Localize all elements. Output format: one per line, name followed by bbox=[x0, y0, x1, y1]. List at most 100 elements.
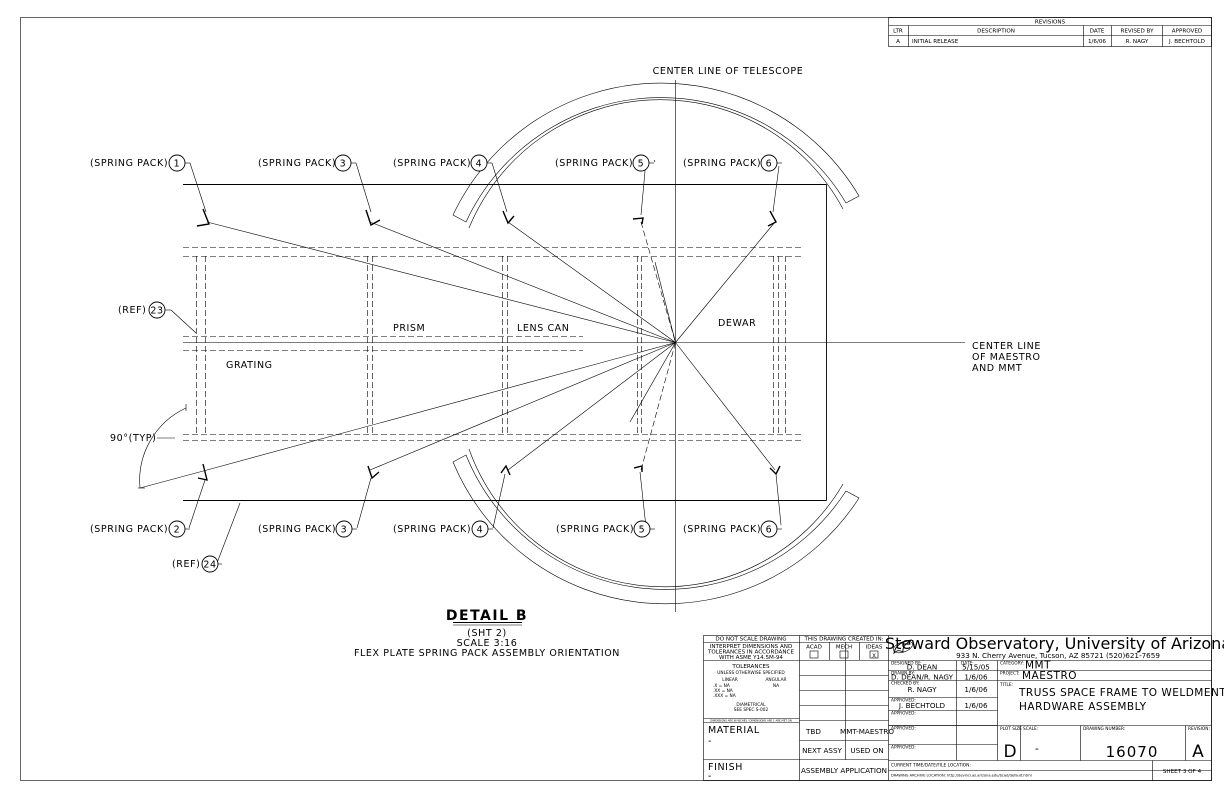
tb-checked-date: 1/6/06 bbox=[964, 685, 988, 694]
tb-interp-1: INTERPRET DIMENSIONS AND bbox=[710, 644, 793, 650]
tb-dims-note: DIMENSIONS ARE IN INCHES / DIMENSIONS AR… bbox=[710, 718, 792, 722]
rev-row-date: 1/6/06 bbox=[1088, 39, 1106, 45]
tb-assembly-application: ASSEMBLY APPLICATION bbox=[801, 766, 887, 775]
tb-project: MAESTRO bbox=[1022, 670, 1077, 682]
tb-title-label: TITLE: bbox=[999, 682, 1013, 688]
tb-revision: A bbox=[1192, 742, 1204, 762]
tb-project-label: PROJECT: bbox=[1000, 671, 1020, 677]
label-center-line-maestro-2: OF MAESTRO bbox=[972, 352, 1041, 363]
tb-ideas: IDEAS bbox=[866, 645, 883, 651]
leader-lines bbox=[157, 159, 782, 564]
callout-number: 5 bbox=[638, 159, 645, 170]
callout-text: (REF) bbox=[118, 305, 146, 316]
tb-finish-value: - bbox=[708, 771, 712, 782]
tb-approved-label-1: APPROVED: bbox=[891, 698, 916, 704]
callout-spring-pack-5-bottom: (SPRING PACK) 5 bbox=[556, 520, 655, 538]
callout-number: 4 bbox=[477, 525, 484, 536]
detail-description: FLEX PLATE SPRING PACK ASSEMBLY ORIENTAT… bbox=[354, 648, 620, 659]
tb-current-location: CURRENT TIME/DATE/FILE LOCATION: bbox=[891, 763, 971, 769]
rev-header-date: DATE bbox=[1090, 29, 1105, 35]
callout-number: 5 bbox=[639, 525, 646, 536]
callout-spring-pack-6-top: (SPRING PACK) 6 bbox=[683, 154, 782, 172]
rev-row-ltr: A bbox=[896, 39, 900, 45]
detail-scale: SCALE 3:16 bbox=[457, 638, 518, 649]
label-angle-typ: 90°(TYP) bbox=[110, 433, 156, 444]
rev-row-description: INITIAL RELEASE bbox=[912, 39, 959, 45]
rev-header-description: DESCRIPTION bbox=[977, 29, 1015, 35]
tb-material-value: - bbox=[708, 736, 712, 747]
callout-spring-pack-5-top: (SPRING PACK) 5 bbox=[555, 154, 654, 172]
rev-header-ltr: LTR bbox=[893, 29, 903, 35]
tb-approved-label-4: APPROVED: bbox=[891, 745, 916, 751]
rev-header-revised-by: REVISED BY bbox=[1120, 29, 1154, 35]
callout-ref-23: (REF) 23 bbox=[118, 301, 171, 319]
rev-row-revised-by: R. NAGY bbox=[1126, 39, 1149, 45]
tb-ideas-mark: X bbox=[872, 654, 876, 660]
tb-revision-label: REVISION: bbox=[1188, 726, 1210, 732]
tb-acad: ACAD bbox=[806, 645, 822, 651]
tb-sheet: SHEET 3 OF 4 bbox=[1163, 769, 1202, 775]
label-lens-can: LENS CAN bbox=[517, 323, 570, 334]
upper-ring-arc bbox=[452, 82, 860, 223]
callout-number: 24 bbox=[203, 560, 216, 571]
label-grating: GRATING bbox=[226, 360, 273, 371]
tb-drawing-number-label: DRAWING NUMBER: bbox=[1083, 726, 1125, 732]
tb-drawn-date: 1/6/06 bbox=[964, 673, 988, 682]
callout-number: 3 bbox=[340, 159, 347, 170]
tb-category-label: CATEGORY: bbox=[1000, 661, 1024, 667]
tb-do-not-scale: DO NOT SCALE DRAWING bbox=[715, 637, 786, 643]
tb-acad-checkbox bbox=[809, 650, 819, 659]
callout-number: 6 bbox=[766, 525, 773, 536]
tb-drawn-by-label: DRAWN BY: bbox=[891, 671, 915, 677]
tb-designed-by: D. DEAN bbox=[907, 663, 937, 672]
lower-ring-arc bbox=[452, 454, 860, 605]
revisions-table: REVISIONS LTR DESCRIPTION DATE REVISED B… bbox=[888, 17, 1212, 47]
tb-mmt-maestro: MMT-MAESTRO bbox=[840, 727, 894, 736]
tb-mech-checkbox bbox=[839, 650, 849, 659]
label-center-line-telescope: CENTER LINE OF TELESCOPE bbox=[653, 66, 804, 77]
tb-drawn-by: D. DEAN/R. NAGY bbox=[891, 673, 954, 682]
rev-header-approved: APPROVED bbox=[1172, 29, 1202, 35]
callout-text: (SPRING PACK) bbox=[393, 524, 471, 535]
callout-text: (SPRING PACK) bbox=[556, 524, 634, 535]
tb-tol-row-3: .XXX = NA bbox=[713, 693, 736, 699]
detail-title: DETAIL B bbox=[446, 608, 528, 624]
angle-arc bbox=[139, 407, 187, 489]
tb-date-label: DATE: bbox=[961, 661, 974, 667]
callout-ref-24: (REF) 24 bbox=[172, 555, 222, 573]
callout-number: 2 bbox=[174, 525, 181, 536]
steward-logo-icon bbox=[893, 639, 913, 655]
tb-drawing-number: 16070 bbox=[1106, 743, 1159, 761]
tb-diametrical: DIAMETRICAL bbox=[736, 702, 766, 708]
tb-plot-size-label: PLOT SIZE bbox=[1000, 726, 1022, 732]
tb-material-label: MATERIAL bbox=[708, 725, 760, 736]
tb-angular: ANGULAR bbox=[765, 677, 786, 683]
callout-number: 23 bbox=[150, 306, 163, 317]
label-dewar: DEWAR bbox=[718, 318, 756, 329]
label-prism: PRISM bbox=[393, 323, 425, 334]
tb-plot-size: D bbox=[1003, 742, 1016, 762]
title-block: DO NOT SCALE DRAWING INTERPRET DIMENSION… bbox=[703, 634, 1224, 782]
tb-used-on: USED ON bbox=[850, 746, 883, 755]
callout-number: 3 bbox=[341, 525, 348, 536]
assembly-geometry bbox=[138, 80, 965, 612]
callout-text: (SPRING PACK) bbox=[90, 158, 168, 169]
callout-text: (SPRING PACK) bbox=[555, 158, 633, 169]
tb-tolerances: TOLERANCES bbox=[731, 664, 770, 670]
callout-text: (SPRING PACK) bbox=[393, 158, 471, 169]
rev-row-approved: J. BECHTOLD bbox=[1168, 39, 1205, 45]
label-center-line-maestro-3: AND MMT bbox=[972, 363, 1022, 374]
tb-approved-by: J. BECHTOLD bbox=[898, 701, 946, 710]
callout-text: (SPRING PACK) bbox=[683, 158, 761, 169]
tb-tol-sub: UNLESS OTHERWISE SPECIFIED bbox=[717, 670, 785, 676]
tb-tbd: TBD bbox=[805, 727, 821, 736]
callout-text: (SPRING PACK) bbox=[90, 524, 168, 535]
callout-spring-pack-6-bottom: (SPRING PACK) 6 bbox=[683, 520, 782, 538]
callout-number: 4 bbox=[476, 159, 483, 170]
tb-designed-by-label: DESIGNED BY: bbox=[891, 661, 921, 667]
tb-scale-label: SCALE: bbox=[1023, 726, 1038, 732]
callout-text: (REF) bbox=[172, 559, 200, 570]
tb-linear: LINEAR bbox=[722, 677, 738, 683]
tb-category: MMT bbox=[1025, 660, 1051, 672]
tb-checked-by-label: CHECKED BY: bbox=[891, 681, 919, 687]
